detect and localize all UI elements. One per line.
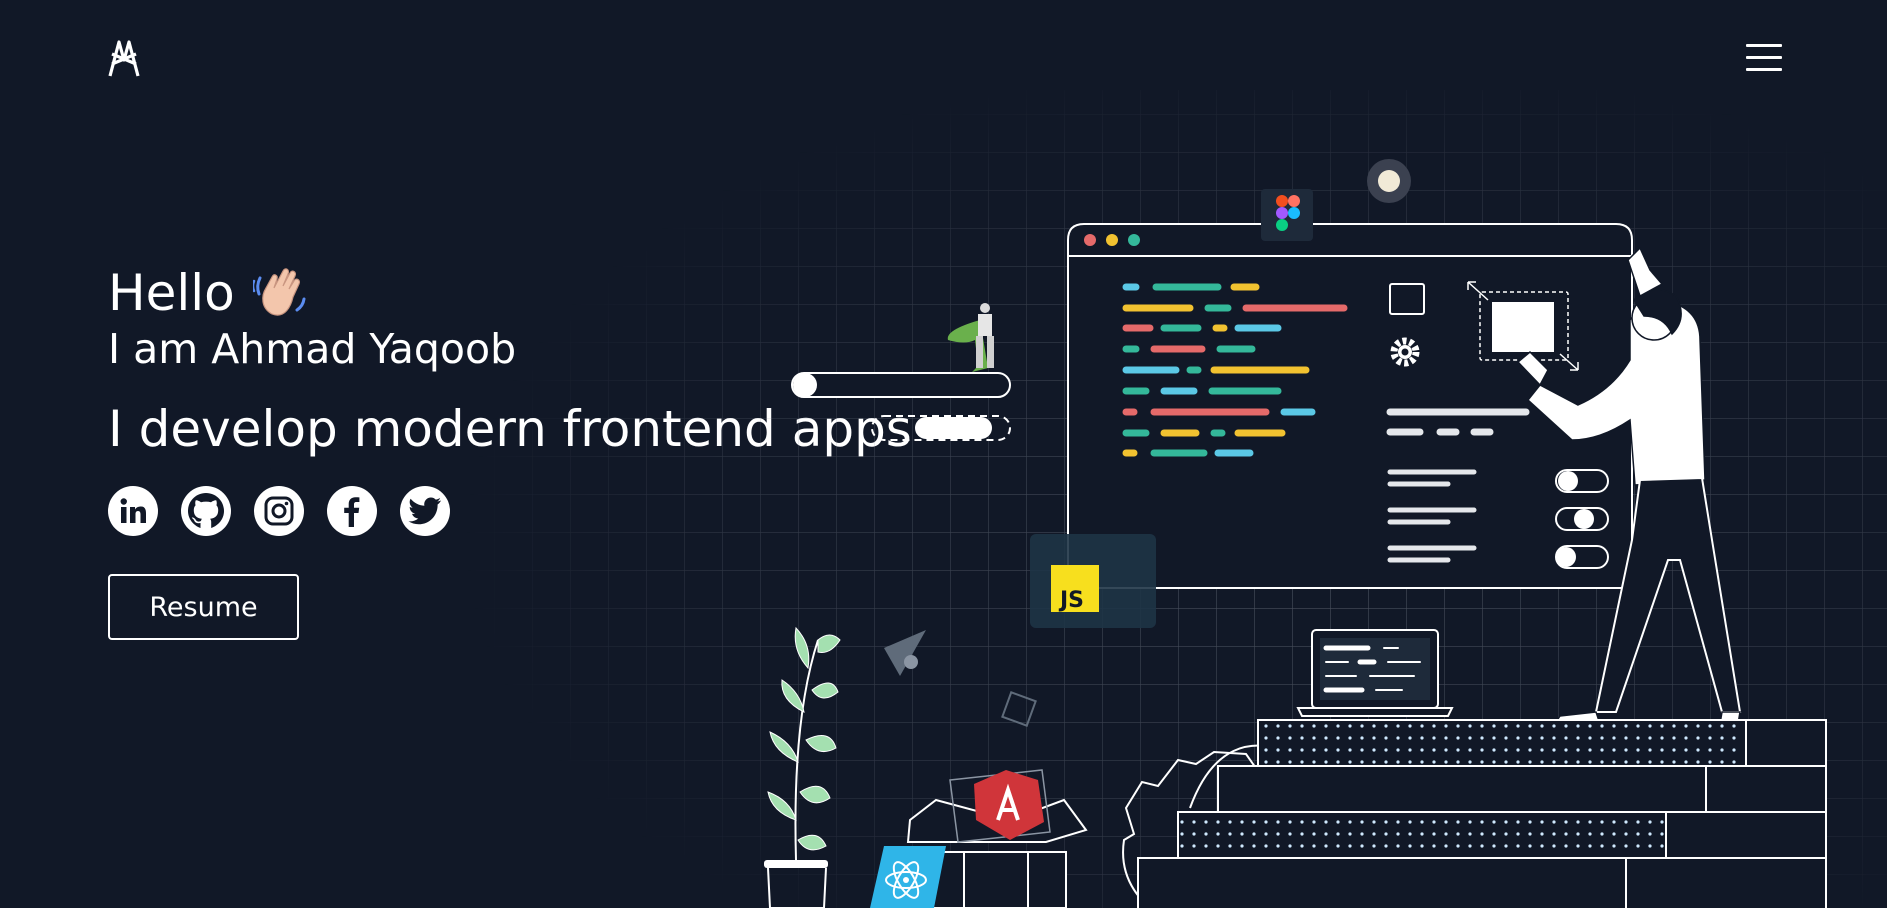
angular-icon	[974, 770, 1044, 840]
social-links	[108, 486, 450, 536]
hamburger-menu-icon[interactable]	[1746, 44, 1782, 74]
waving-hand-icon	[252, 268, 306, 316]
stair-platform	[1137, 719, 1827, 908]
twitter-icon	[408, 497, 441, 525]
developer-person	[1516, 246, 1742, 725]
instagram-link[interactable]	[254, 486, 304, 536]
greeting-text: Hello	[108, 264, 235, 322]
facebook-link[interactable]	[327, 486, 377, 536]
greeting-heading: Hello	[108, 262, 912, 324]
code-editor-window	[1067, 223, 1633, 589]
intro-name: I am Ahmad Yaqoob	[108, 325, 517, 373]
site-logo-icon[interactable]	[108, 40, 142, 78]
svg-text:JS: JS	[1058, 588, 1084, 613]
js-icon: JS	[1051, 565, 1099, 613]
linkedin-icon	[120, 498, 146, 523]
instagram-icon	[264, 496, 294, 526]
laptop-illustration	[1296, 629, 1454, 717]
settings-gear-icon	[1390, 337, 1420, 367]
react-icon	[870, 846, 946, 908]
github-link[interactable]	[181, 486, 231, 536]
figma-icon	[1261, 189, 1313, 241]
plant-illustration	[764, 626, 841, 908]
facebook-icon	[344, 497, 360, 527]
developer-illustration: JS	[460, 90, 1887, 908]
resume-button[interactable]: Resume	[108, 574, 299, 640]
superhero-figure-icon	[947, 303, 994, 372]
github-icon	[188, 493, 224, 528]
twitter-link[interactable]	[400, 486, 450, 536]
linkedin-link[interactable]	[108, 486, 158, 536]
